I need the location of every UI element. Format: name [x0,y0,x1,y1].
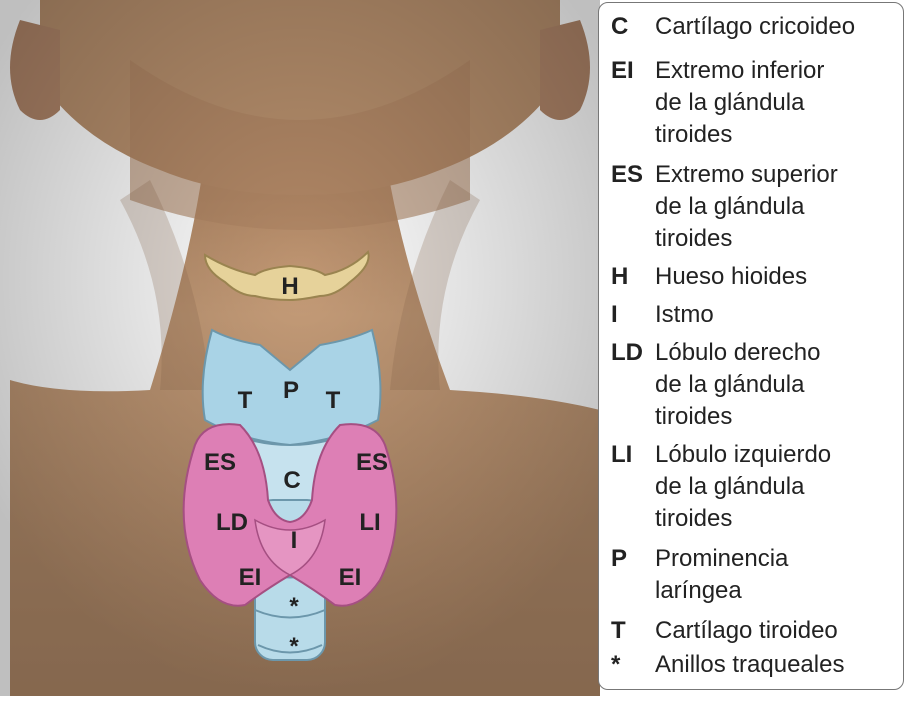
legend-code: C [611,11,655,43]
legend-code: ES [611,159,655,255]
legend-item-h: H Hueso hioides [611,261,895,293]
legend-item-p: P Prominencia laríngea [611,543,895,607]
legend-text: Lóbulo izquierdo de la glándula tiroides [655,439,895,535]
tracheal-ring-label-2: * [289,633,299,660]
tracheal-ring-label-1: * [289,593,299,620]
legend-text: Anillos traqueales [655,649,895,681]
legend-code: * [611,649,655,681]
legend-item-star: * Anillos traqueales [611,649,895,681]
legend-text: Lóbulo derecho de la glándula tiroides [655,337,895,433]
thyroid-cartilage-label-left: T [326,387,341,414]
legend-item-t: T Cartílago tiroideo [611,615,895,647]
legend-text: Hueso hioides [655,261,895,293]
left-lobe-label: LI [359,509,380,536]
legend-code: I [611,299,655,331]
legend-text: Extremo superior de la glándula tiroides [655,159,895,255]
right-lobe-label: LD [216,509,248,536]
legend-text: Cartílago cricoideo [655,11,895,43]
legend-code: T [611,615,655,647]
hyoid-label: H [281,273,298,300]
legend-code: H [611,261,655,293]
legend-code: LD [611,337,655,433]
isthmus-label: I [291,527,298,554]
legend-item-c: C Cartílago cricoideo [611,11,895,43]
legend-item-es: ES Extremo superior de la glándula tiroi… [611,159,895,255]
legend-code: P [611,543,655,607]
inferior-pole-left-label: EI [339,564,362,591]
legend-code: EI [611,55,655,151]
legend-item-ei: EI Extremo inferior de la glándula tiroi… [611,55,895,151]
laryngeal-prominence-label: P [283,377,299,404]
legend-code: LI [611,439,655,535]
inferior-pole-right-label: EI [239,564,262,591]
superior-pole-right-label: ES [204,449,236,476]
legend-panel: C Cartílago cricoideo EI Extremo inferio… [598,2,904,690]
legend-text: Istmo [655,299,895,331]
legend-text: Extremo inferior de la glándula tiroides [655,55,895,151]
neck-anatomy-figure: H T T P C ES ES LD LI I EI EI * * [0,0,600,696]
legend-item-ld: LD Lóbulo derecho de la glándula tiroide… [611,337,895,433]
cricoid-label: C [283,467,300,494]
thyroid-cartilage-label-right: T [238,387,253,414]
legend-item-i: I Istmo [611,299,895,331]
legend-text: Prominencia laríngea [655,543,895,607]
legend-item-li: LI Lóbulo izquierdo de la glándula tiroi… [611,439,895,535]
legend-text: Cartílago tiroideo [655,615,895,647]
superior-pole-left-label: ES [356,449,388,476]
